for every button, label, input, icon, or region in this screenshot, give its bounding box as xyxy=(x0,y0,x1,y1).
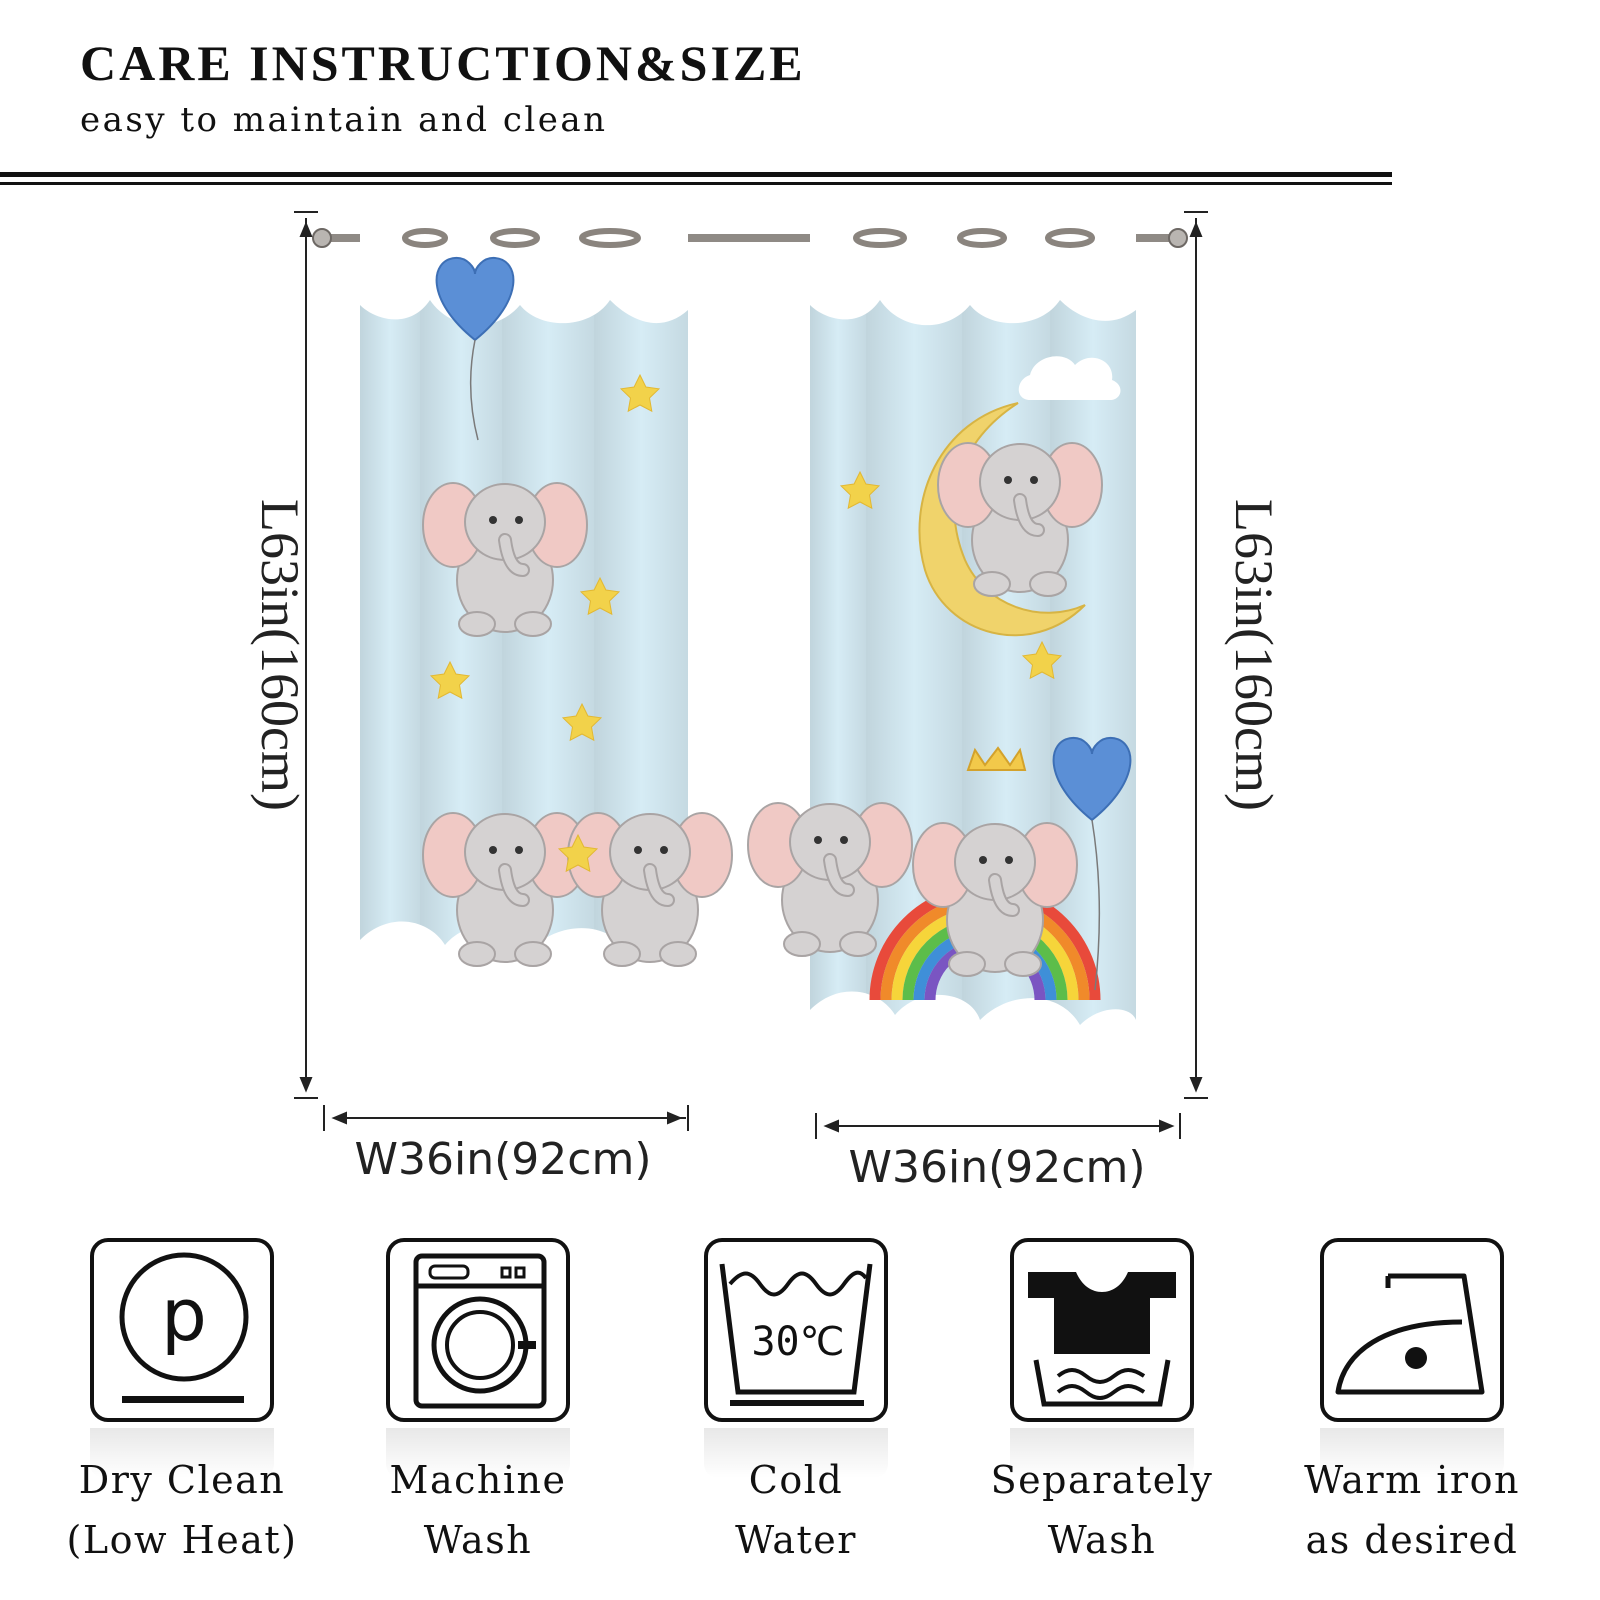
svg-text:p: p xyxy=(161,1273,207,1357)
left-length-label: L63in(160cm) xyxy=(250,499,310,811)
left-curtain-panel xyxy=(360,215,732,1095)
right-length-label: L63in(160cm) xyxy=(1224,499,1284,811)
header-divider-bottom xyxy=(0,182,1392,185)
right-width-label: W36in(92cm) xyxy=(849,1142,1146,1193)
header-divider-top xyxy=(0,172,1392,177)
dry-clean-icon: p xyxy=(90,1238,274,1422)
dry-clean-label: Dry Clean(Low Heat) xyxy=(66,1458,298,1562)
curtain-rod xyxy=(312,228,1188,248)
washing-machine-icon xyxy=(386,1238,570,1422)
wash-temperature: 30℃ xyxy=(751,1319,844,1365)
separate-wash-icon xyxy=(1010,1238,1194,1422)
page-title: CARE INSTRUCTION&SIZE xyxy=(80,35,806,91)
iron-icon xyxy=(1320,1238,1504,1422)
wash-tub-icon: 30℃ xyxy=(704,1238,888,1422)
curtain-illustration: L63in(160cm) L63in(160cm) W36in(92cm) W3… xyxy=(250,211,1284,1193)
left-width-label: W36in(92cm) xyxy=(355,1134,652,1185)
page-subtitle: easy to maintain and clean xyxy=(80,100,608,140)
right-curtain-panel xyxy=(748,215,1136,1095)
